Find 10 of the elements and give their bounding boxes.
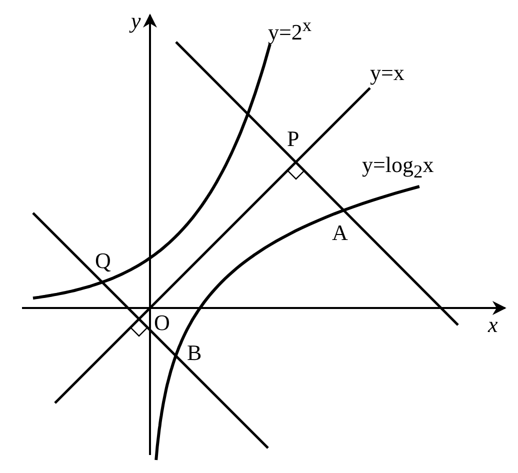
point-label: P	[287, 128, 300, 150]
axis-label: y	[131, 10, 141, 32]
function-label: y=2$^{x}$	[268, 14, 312, 44]
point-label: O	[154, 312, 170, 334]
point-label: A	[332, 222, 348, 244]
point-label: B	[187, 342, 202, 364]
function-label: y=x	[370, 62, 404, 84]
axis-label: x	[488, 314, 498, 336]
function-label: y=log$_{2}$x	[362, 154, 434, 182]
point-label: Q	[95, 250, 111, 272]
